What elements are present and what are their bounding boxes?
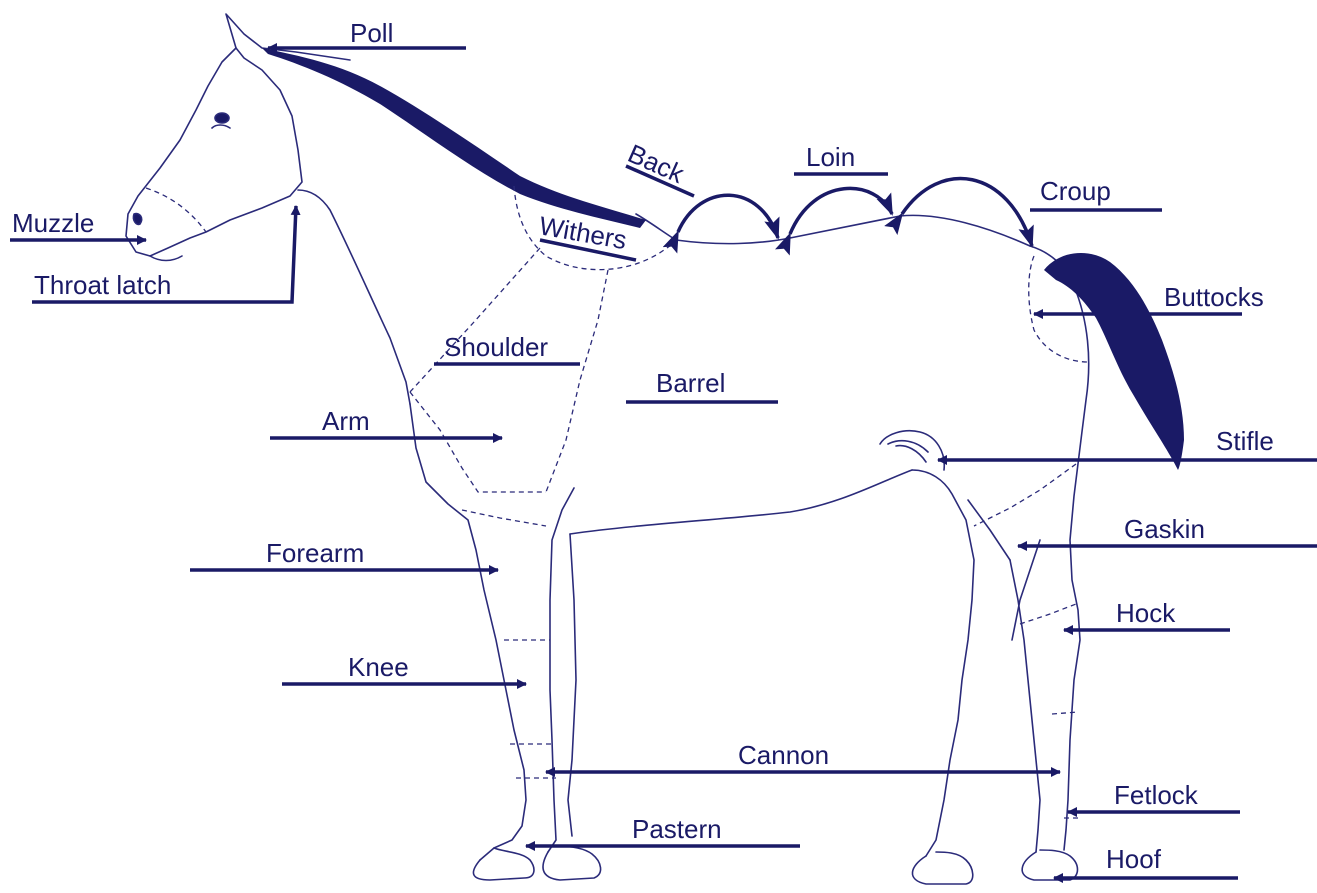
label-arm: Arm [322, 406, 370, 436]
tail [1044, 253, 1184, 470]
label-poll: Poll [350, 18, 393, 48]
label-cannon: Cannon [738, 740, 829, 770]
label-forearm: Forearm [266, 538, 364, 568]
croup-arc-arrow [902, 179, 1032, 246]
label-pastern: Pastern [632, 814, 722, 844]
label-stifle: Stifle [1216, 426, 1274, 456]
label-buttocks: Buttocks [1164, 282, 1264, 312]
part-labels: Poll Muzzle Throat latch Back Loin Croup… [12, 18, 1274, 874]
region-boundaries [146, 186, 1088, 818]
label-barrel: Barrel [656, 368, 725, 398]
mane [262, 48, 646, 228]
label-croup: Croup [1040, 176, 1111, 206]
label-muzzle: Muzzle [12, 208, 94, 238]
horse-outline [126, 14, 1089, 884]
back-arc-arrow [678, 195, 778, 238]
label-loin: Loin [806, 142, 855, 172]
label-knee: Knee [348, 652, 409, 682]
label-throat-latch: Throat latch [34, 270, 171, 300]
label-back: Back [624, 138, 690, 189]
label-hock: Hock [1116, 598, 1176, 628]
label-gaskin: Gaskin [1124, 514, 1205, 544]
label-shoulder: Shoulder [444, 332, 548, 362]
label-hoof: Hoof [1106, 844, 1162, 874]
label-fetlock: Fetlock [1114, 780, 1199, 810]
